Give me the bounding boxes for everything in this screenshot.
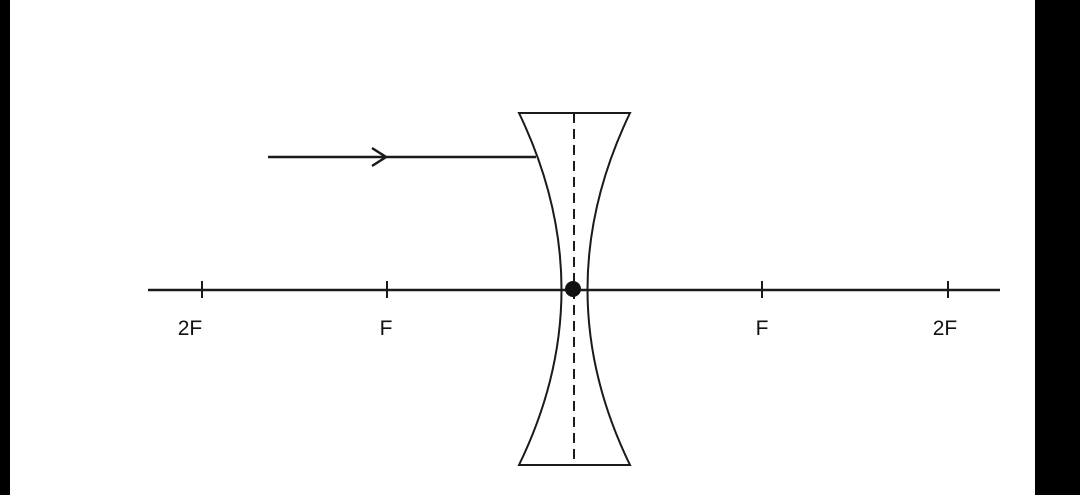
label-left-2f: 2F (178, 317, 203, 340)
label-left-f: F (380, 317, 393, 340)
label-right-2f: 2F (933, 317, 958, 340)
diagram-page (10, 0, 1035, 495)
concave-lens (517, 112, 632, 466)
label-right-f: F (756, 317, 769, 340)
right-border-strip (1035, 0, 1080, 495)
ray-arrowhead-icon (371, 146, 389, 168)
optical-center-dot (565, 281, 581, 297)
